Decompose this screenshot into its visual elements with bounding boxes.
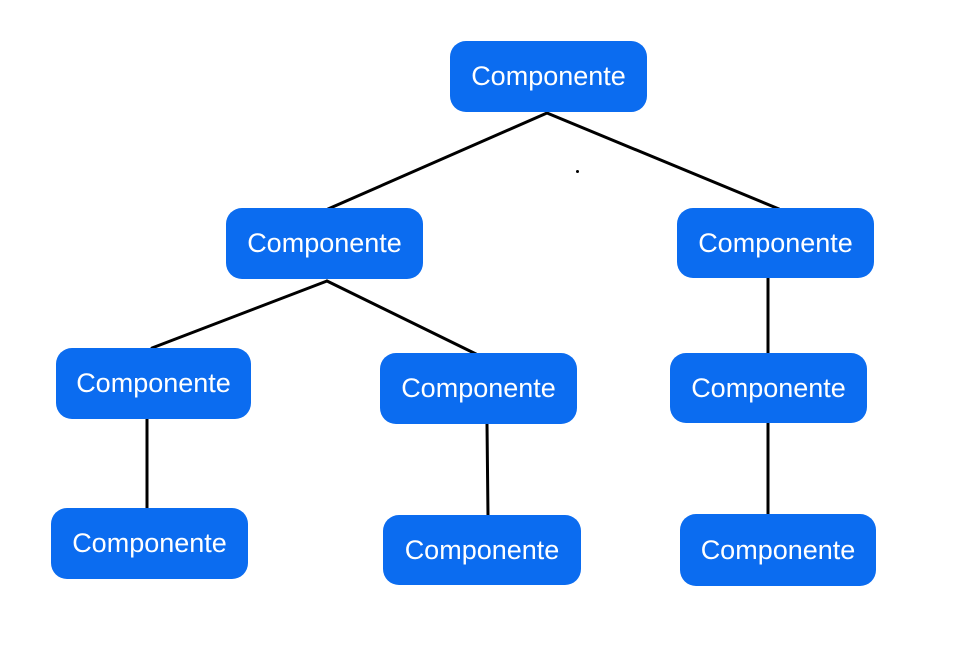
connector-root-to-l2-left xyxy=(326,111,549,211)
tree-node-root[interactable]: Componente xyxy=(450,41,647,112)
stray-dot xyxy=(576,170,579,173)
tree-node-level4-right[interactable]: Componente xyxy=(680,514,876,586)
tree-node-level4-middle[interactable]: Componente xyxy=(383,515,581,585)
connector-root-to-l2-right xyxy=(545,111,781,211)
connector-l3-middle-to-l4-middle xyxy=(485,422,490,518)
node-label: Componente xyxy=(691,372,846,403)
node-label: Componente xyxy=(404,534,560,565)
tree-node-level3-left[interactable]: Componente xyxy=(56,348,251,419)
node-label: Componente xyxy=(698,227,853,258)
node-label: Componente xyxy=(401,373,556,403)
connector-l2-left-to-l3-middle xyxy=(325,279,478,356)
node-label: Componente xyxy=(72,528,227,558)
tree-node-level2-left[interactable]: Componente xyxy=(226,208,423,279)
tree-node-level3-right[interactable]: Componente xyxy=(670,353,867,423)
node-label: Componente xyxy=(700,534,856,565)
connector-l2-left-to-l3-left xyxy=(150,279,329,350)
tree-node-level2-right[interactable]: Componente xyxy=(677,208,874,278)
node-label: Componente xyxy=(76,368,231,398)
tree-node-level3-middle[interactable]: Componente xyxy=(380,353,577,424)
node-label: Componente xyxy=(247,228,402,258)
tree-node-level4-left[interactable]: Componente xyxy=(51,508,248,579)
node-label: Componente xyxy=(471,61,626,91)
